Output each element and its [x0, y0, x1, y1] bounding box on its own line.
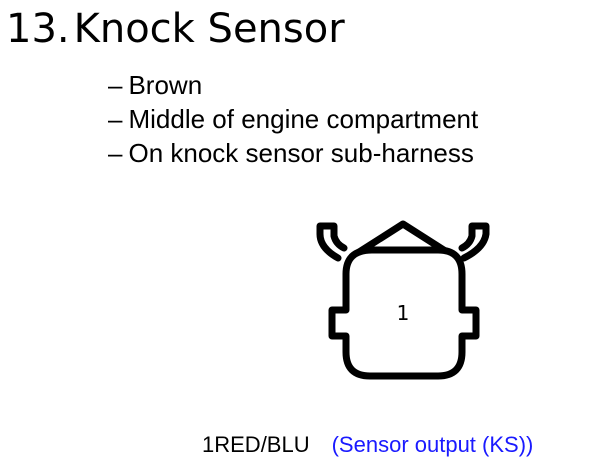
- connector-color-text: Brown: [128, 70, 203, 100]
- pin-function: (Sensor output (KS)): [331, 432, 534, 457]
- connector-left-ear: [316, 222, 348, 262]
- connector-location-text: Middle of engine compartment: [128, 104, 479, 134]
- bullet-dash: –: [108, 70, 123, 100]
- section-number: 13.: [6, 6, 70, 52]
- bullet-dash: –: [108, 138, 123, 168]
- harness-text: On knock sensor sub-harness: [128, 138, 474, 168]
- list-item: –On knock sensor sub-harness: [108, 136, 478, 170]
- wire-color: RED/BLU: [214, 432, 310, 457]
- list-item: –Brown: [108, 68, 478, 102]
- connector-pin-label: 1: [397, 301, 410, 325]
- pin-table-row: 1RED/BLU (Sensor output (KS)): [202, 430, 533, 460]
- connector-key: [352, 220, 454, 258]
- info-list: –Brown –Middle of engine compartment –On…: [108, 68, 478, 170]
- connector-housing: [328, 246, 480, 380]
- list-item: –Middle of engine compartment: [108, 102, 478, 136]
- title-text: Knock Sensor: [73, 6, 345, 52]
- connector-diagram: 1: [316, 220, 490, 380]
- pin-number: 1: [202, 432, 215, 457]
- connector-right-ear: [458, 222, 490, 262]
- bullet-dash: –: [108, 104, 123, 134]
- page-title: 13.Knock Sensor: [6, 4, 345, 54]
